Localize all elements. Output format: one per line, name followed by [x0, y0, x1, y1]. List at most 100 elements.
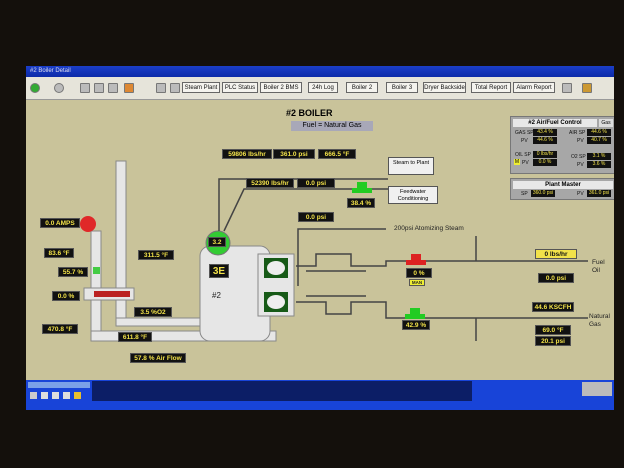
hmi-screen: #2 Boiler Detail Steam Plant PLC Status …: [26, 66, 614, 410]
o2-sp-label: O2 SP: [571, 154, 586, 160]
fuel-oil-pressure: 0.0 psi: [538, 273, 574, 283]
steam-plant-button[interactable]: Steam Plant: [182, 82, 220, 93]
boiler2-bms-button[interactable]: Boiler 2 BMS: [260, 82, 302, 93]
copy-icon[interactable]: [63, 392, 70, 399]
silence-icon[interactable]: [41, 392, 48, 399]
air-pv: 40.7 %: [587, 137, 611, 144]
atomizing-steam-label: 200psi Atomizing Steam: [394, 225, 464, 232]
alarm-bar: [26, 380, 614, 410]
page-icon[interactable]: [80, 83, 90, 93]
boiler-number: #2: [212, 291, 221, 300]
natural-gas-label: Natural Gas: [589, 313, 610, 328]
damper-icon: [93, 267, 100, 274]
page-title: #2 BOILER: [286, 108, 333, 118]
total-report-button[interactable]: Total Report: [471, 82, 511, 93]
panel-title: Plant Master: [513, 181, 613, 189]
boiler-unit-label: 3E: [209, 264, 229, 278]
o2-sp[interactable]: 3.1 %: [587, 153, 611, 160]
manual-button[interactable]: M: [514, 159, 520, 165]
window-icon[interactable]: [156, 83, 166, 93]
gas-valve-position: 42.9 %: [402, 320, 430, 330]
air-sp[interactable]: 44.6 %: [587, 129, 611, 136]
alarm-filter[interactable]: [28, 382, 90, 388]
flue-temp: 611.8 °F: [118, 332, 152, 342]
atomizing-line: [297, 228, 386, 286]
fuel-oil-valve-icon: [406, 254, 426, 265]
fuel-oil-valve-position: 0 %: [406, 268, 432, 278]
print-icon[interactable]: [562, 83, 572, 93]
heater-output: 0.0 %: [52, 291, 80, 301]
page-icon[interactable]: [94, 83, 104, 93]
feedwater-conditioning-tag: Feedwater Conditioning: [388, 186, 438, 204]
fuel-oil-line: [296, 253, 588, 267]
toolbar: Steam Plant PLC Status Boiler 2 BMS 24h …: [26, 77, 614, 100]
damper-position: 55.7 %: [58, 267, 88, 277]
24h-log-button[interactable]: 24h Log: [308, 82, 338, 93]
fuel-oil-label: Fuel Oil: [592, 259, 605, 274]
air-duct: [90, 230, 102, 342]
feedwater-valve-icon: [352, 182, 372, 193]
gas-mode-button[interactable]: Gas: [599, 119, 613, 127]
o2-pv: 3.6 %: [587, 161, 611, 168]
gas-sp-label: GAS SP: [515, 130, 534, 136]
heater-element: [94, 291, 130, 297]
boiler2-button[interactable]: Boiler 2: [346, 82, 378, 93]
feedwater-pressure: 0.0 psi: [297, 178, 335, 188]
gas-pv-label: PV: [521, 138, 528, 144]
oil-sp[interactable]: 0 lbs/hr: [533, 151, 557, 158]
fan-amps: 0.0 AMPS: [40, 218, 80, 228]
feedwater-flow: 52390 lbs/hr: [246, 178, 294, 188]
gas-temp: 69.0 °F: [535, 325, 571, 335]
boiler3-button[interactable]: Boiler 3: [386, 82, 418, 93]
natural-gas-line: [296, 301, 588, 319]
back-icon[interactable]: [30, 83, 40, 93]
inlet-air-temp: 83.6 °F: [44, 248, 74, 258]
oil-pv-label: PV: [522, 160, 529, 166]
oil-sp-label: OIL SP: [515, 152, 531, 158]
preheat-temp: 470.8 °F: [42, 324, 78, 334]
plc-status-button[interactable]: PLC Status: [222, 82, 258, 93]
air-pv-label: PV: [577, 138, 584, 144]
gas-pv: 44.6 %: [533, 137, 557, 144]
pm-sp[interactable]: 360.0 psi: [531, 190, 555, 197]
atomizing-pressure: 0.0 psi: [298, 212, 334, 222]
fuel-type-banner: Fuel = Natural Gas: [291, 121, 373, 131]
steam-to-plant-tag: Steam to Plant: [388, 157, 434, 175]
fuel-oil-mode[interactable]: MAN: [409, 279, 425, 286]
air-fuel-control-panel: #2 Air/Fuel Control Gas GAS SP 43.4 % PV…: [510, 116, 614, 174]
tools-icon[interactable]: [124, 83, 134, 93]
gas-pressure: 20.1 psi: [535, 336, 571, 346]
alarm-list[interactable]: [92, 381, 472, 401]
air-sp-label: AIR SP: [569, 130, 586, 136]
pm-pv-label: PV: [577, 191, 584, 197]
alarm-report-button[interactable]: Alarm Report: [513, 82, 555, 93]
alarm-toolbar: [30, 392, 90, 400]
stack-temp: 311.5 °F: [138, 250, 174, 260]
panel-title: #2 Air/Fuel Control: [513, 119, 597, 127]
title-bar: #2 Boiler Detail: [26, 66, 614, 77]
steam-pressure: 361.0 psi: [273, 149, 315, 159]
steam-temp: 666.5 °F: [318, 149, 356, 159]
air-duct-bottom: [90, 330, 277, 342]
page-icon[interactable]: [52, 392, 59, 399]
stack: [115, 160, 127, 327]
drum-level: 3.2: [208, 237, 226, 247]
forward-icon[interactable]: [54, 83, 64, 93]
logo-icon: [582, 382, 612, 396]
warning-icon[interactable]: [74, 392, 81, 399]
oil-pv: 0.0 %: [533, 159, 557, 166]
pm-sp-label: SP: [521, 191, 528, 197]
gas-flow: 44.6 KSCFH: [532, 302, 574, 312]
fuel-oil-flow: 0 lbs/hr: [535, 249, 577, 259]
ack-icon[interactable]: [30, 392, 37, 399]
gas-valve-icon: [405, 308, 425, 319]
gas-sp[interactable]: 43.4 %: [533, 129, 557, 136]
pm-pv: 361.0 psi: [587, 190, 611, 197]
page-icon[interactable]: [108, 83, 118, 93]
feedwater-line: [223, 188, 388, 232]
dryer-backside-button[interactable]: Dryer Backside: [423, 82, 466, 93]
fan-icon: [80, 216, 96, 232]
user-icon[interactable]: [582, 83, 592, 93]
window-icon[interactable]: [170, 83, 180, 93]
steam-flow: 59806 lbs/hr: [222, 149, 272, 159]
